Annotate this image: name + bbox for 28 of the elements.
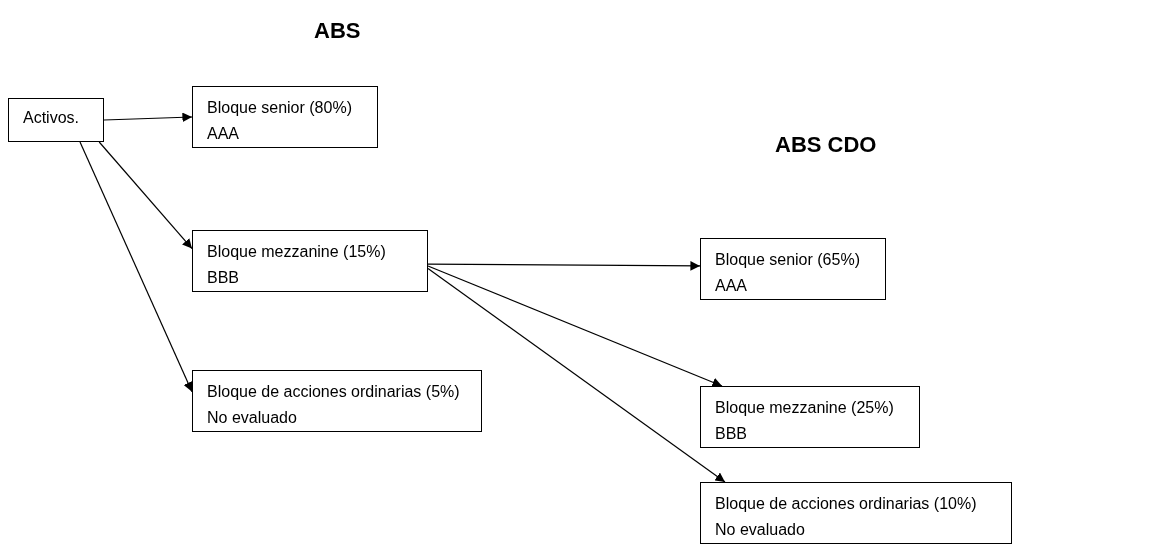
box-title: Activos. [23,108,80,128]
rating-text: No evaluado [715,520,806,540]
arrow [427,261,701,271]
rating-text: BBB [715,424,748,444]
arrow [79,141,193,393]
group-heading: ABS CDO [775,132,877,158]
rating-text: AAA [715,276,748,296]
box-title: Bloque de acciones ordinarias (10%) [715,494,978,514]
rating-text: AAA [207,124,240,144]
arrow [427,265,723,387]
process-box [8,98,104,142]
process-box [700,386,920,448]
arrow [98,141,193,250]
process-box [700,238,886,300]
process-box [192,86,378,148]
rating-text: BBB [207,268,240,288]
group-heading: ABS [314,18,361,44]
box-title: Bloque senior (65%) [715,250,861,270]
process-box [192,230,428,292]
rating-text: No evaluado [207,408,298,428]
box-title: Bloque de acciones ordinarias (5%) [207,382,461,402]
arrow [427,267,726,483]
box-title: Bloque senior (80%) [207,98,353,118]
process-box [700,482,1012,544]
arrow [103,112,193,123]
box-title: Bloque mezzanine (25%) [715,398,895,418]
box-title: Bloque mezzanine (15%) [207,242,387,262]
process-box [192,370,482,432]
